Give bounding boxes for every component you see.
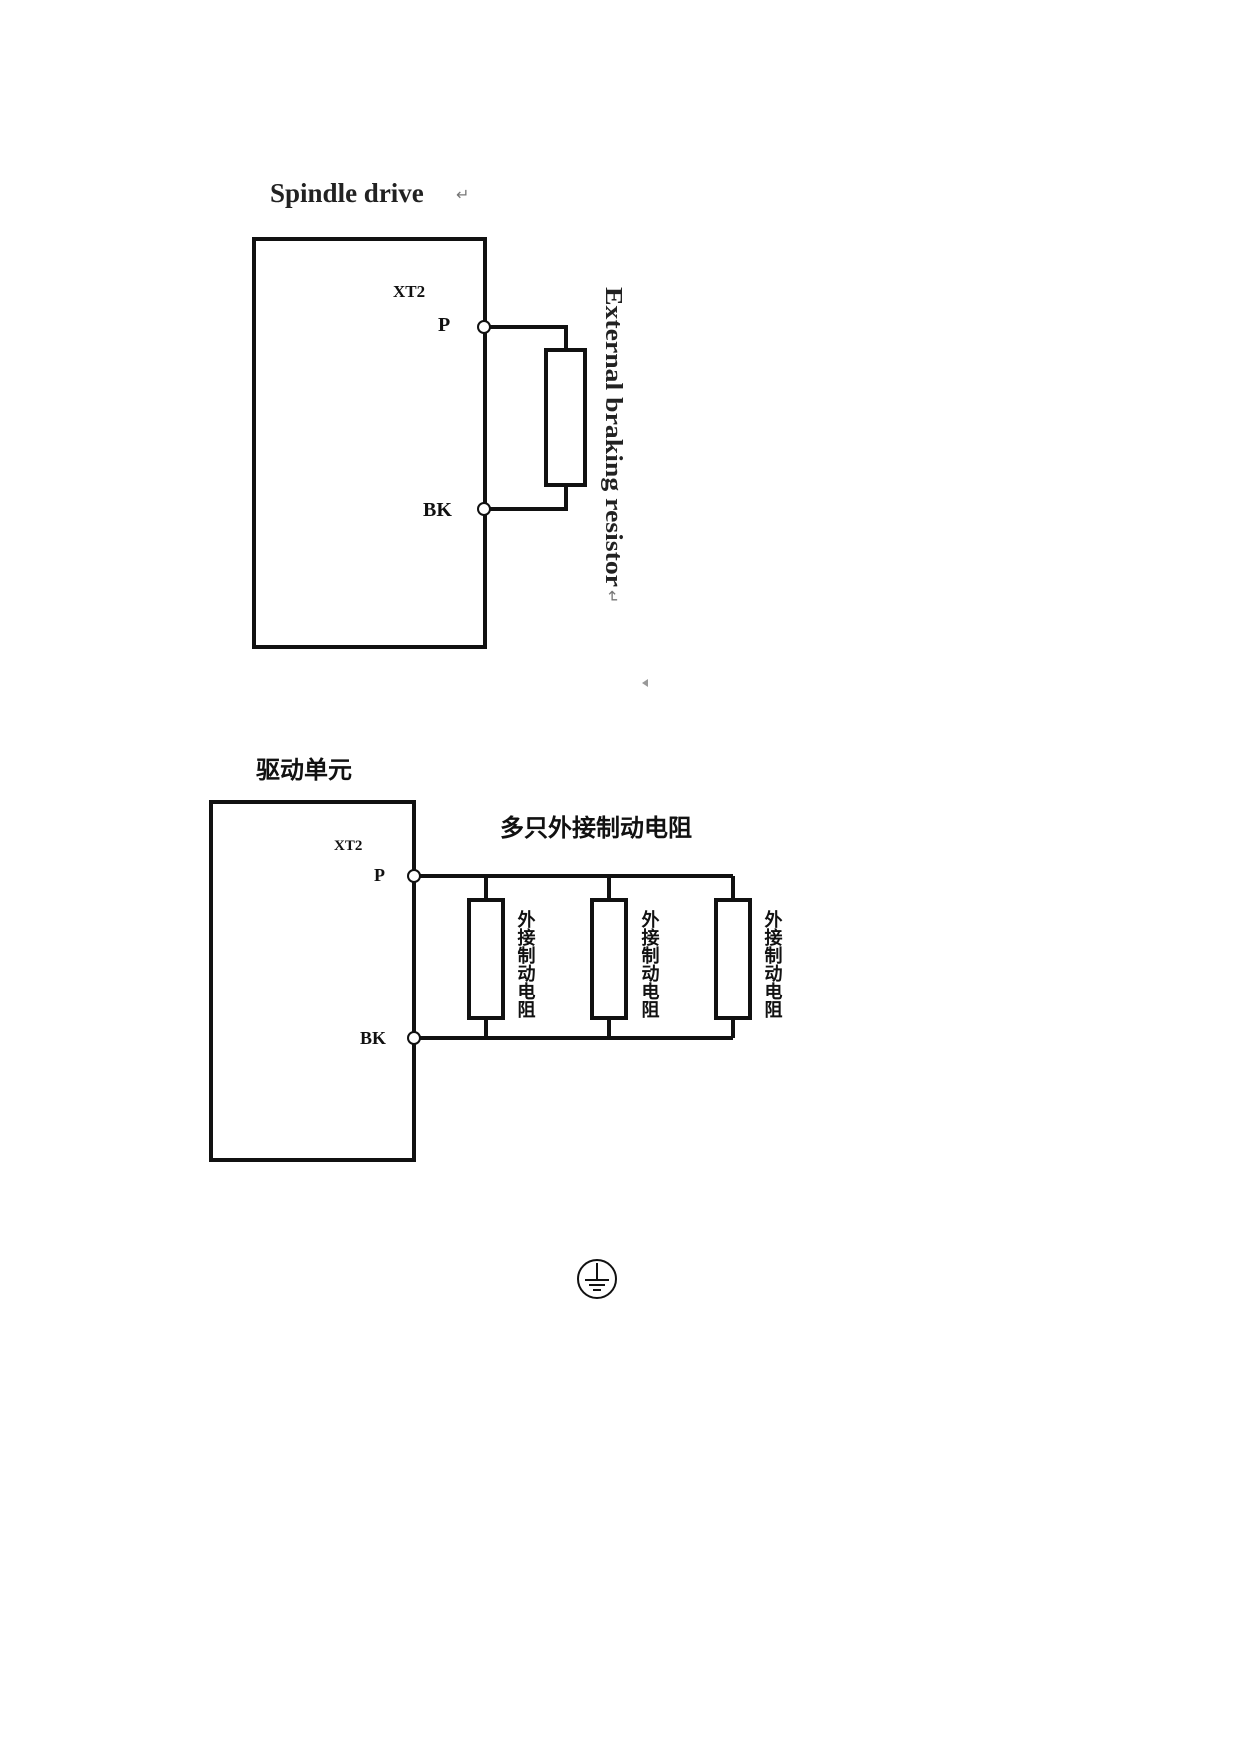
protective-earth-icon <box>577 1259 617 1299</box>
connector-label: XT2 <box>334 838 362 854</box>
group-label: 多只外接制动电阻 <box>500 814 692 842</box>
resistor-3-label: 外接制动电阻 <box>762 909 783 1018</box>
diagram-spindle-drive: Spindle drive ↵ XT2 P BK External brakin… <box>252 178 648 687</box>
terminal-bk-label: BK <box>423 499 452 521</box>
wire-bk <box>490 485 568 511</box>
terminal-bk-node <box>407 1031 421 1045</box>
terminal-p-label: P <box>374 865 385 885</box>
return-mark-icon: ↵ <box>456 185 469 204</box>
braking-resistor-3 <box>714 898 752 1020</box>
return-mark-icon: ↵ <box>603 590 622 603</box>
terminal-p-label: P <box>438 314 450 336</box>
diagram-drive-unit: 驱动单元 XT2 P BK 多只外接制动电阻 外接制动电阻 外接制动电阻 外接制… <box>209 756 783 1162</box>
wire-p <box>490 325 568 350</box>
resistor-2-label: 外接制动电阻 <box>639 909 660 1018</box>
connector-label: XT2 <box>393 282 425 301</box>
braking-resistor-2 <box>590 898 628 1020</box>
terminal-p-node <box>407 869 421 883</box>
braking-resistor <box>544 348 587 487</box>
diagram1-title: Spindle drive <box>270 178 424 208</box>
terminal-bk-node <box>477 502 491 516</box>
resistor-1-label: 外接制动电阻 <box>515 909 536 1018</box>
terminal-bk-label: BK <box>360 1028 386 1048</box>
drive-box <box>252 237 487 649</box>
drive-unit-box <box>209 800 416 1162</box>
resistor-label: External braking resistor <box>600 287 626 587</box>
terminal-p-node <box>477 320 491 334</box>
braking-resistor-1 <box>467 898 505 1020</box>
anchor-mark-icon <box>642 679 648 687</box>
diagram2-title: 驱动单元 <box>256 756 352 784</box>
